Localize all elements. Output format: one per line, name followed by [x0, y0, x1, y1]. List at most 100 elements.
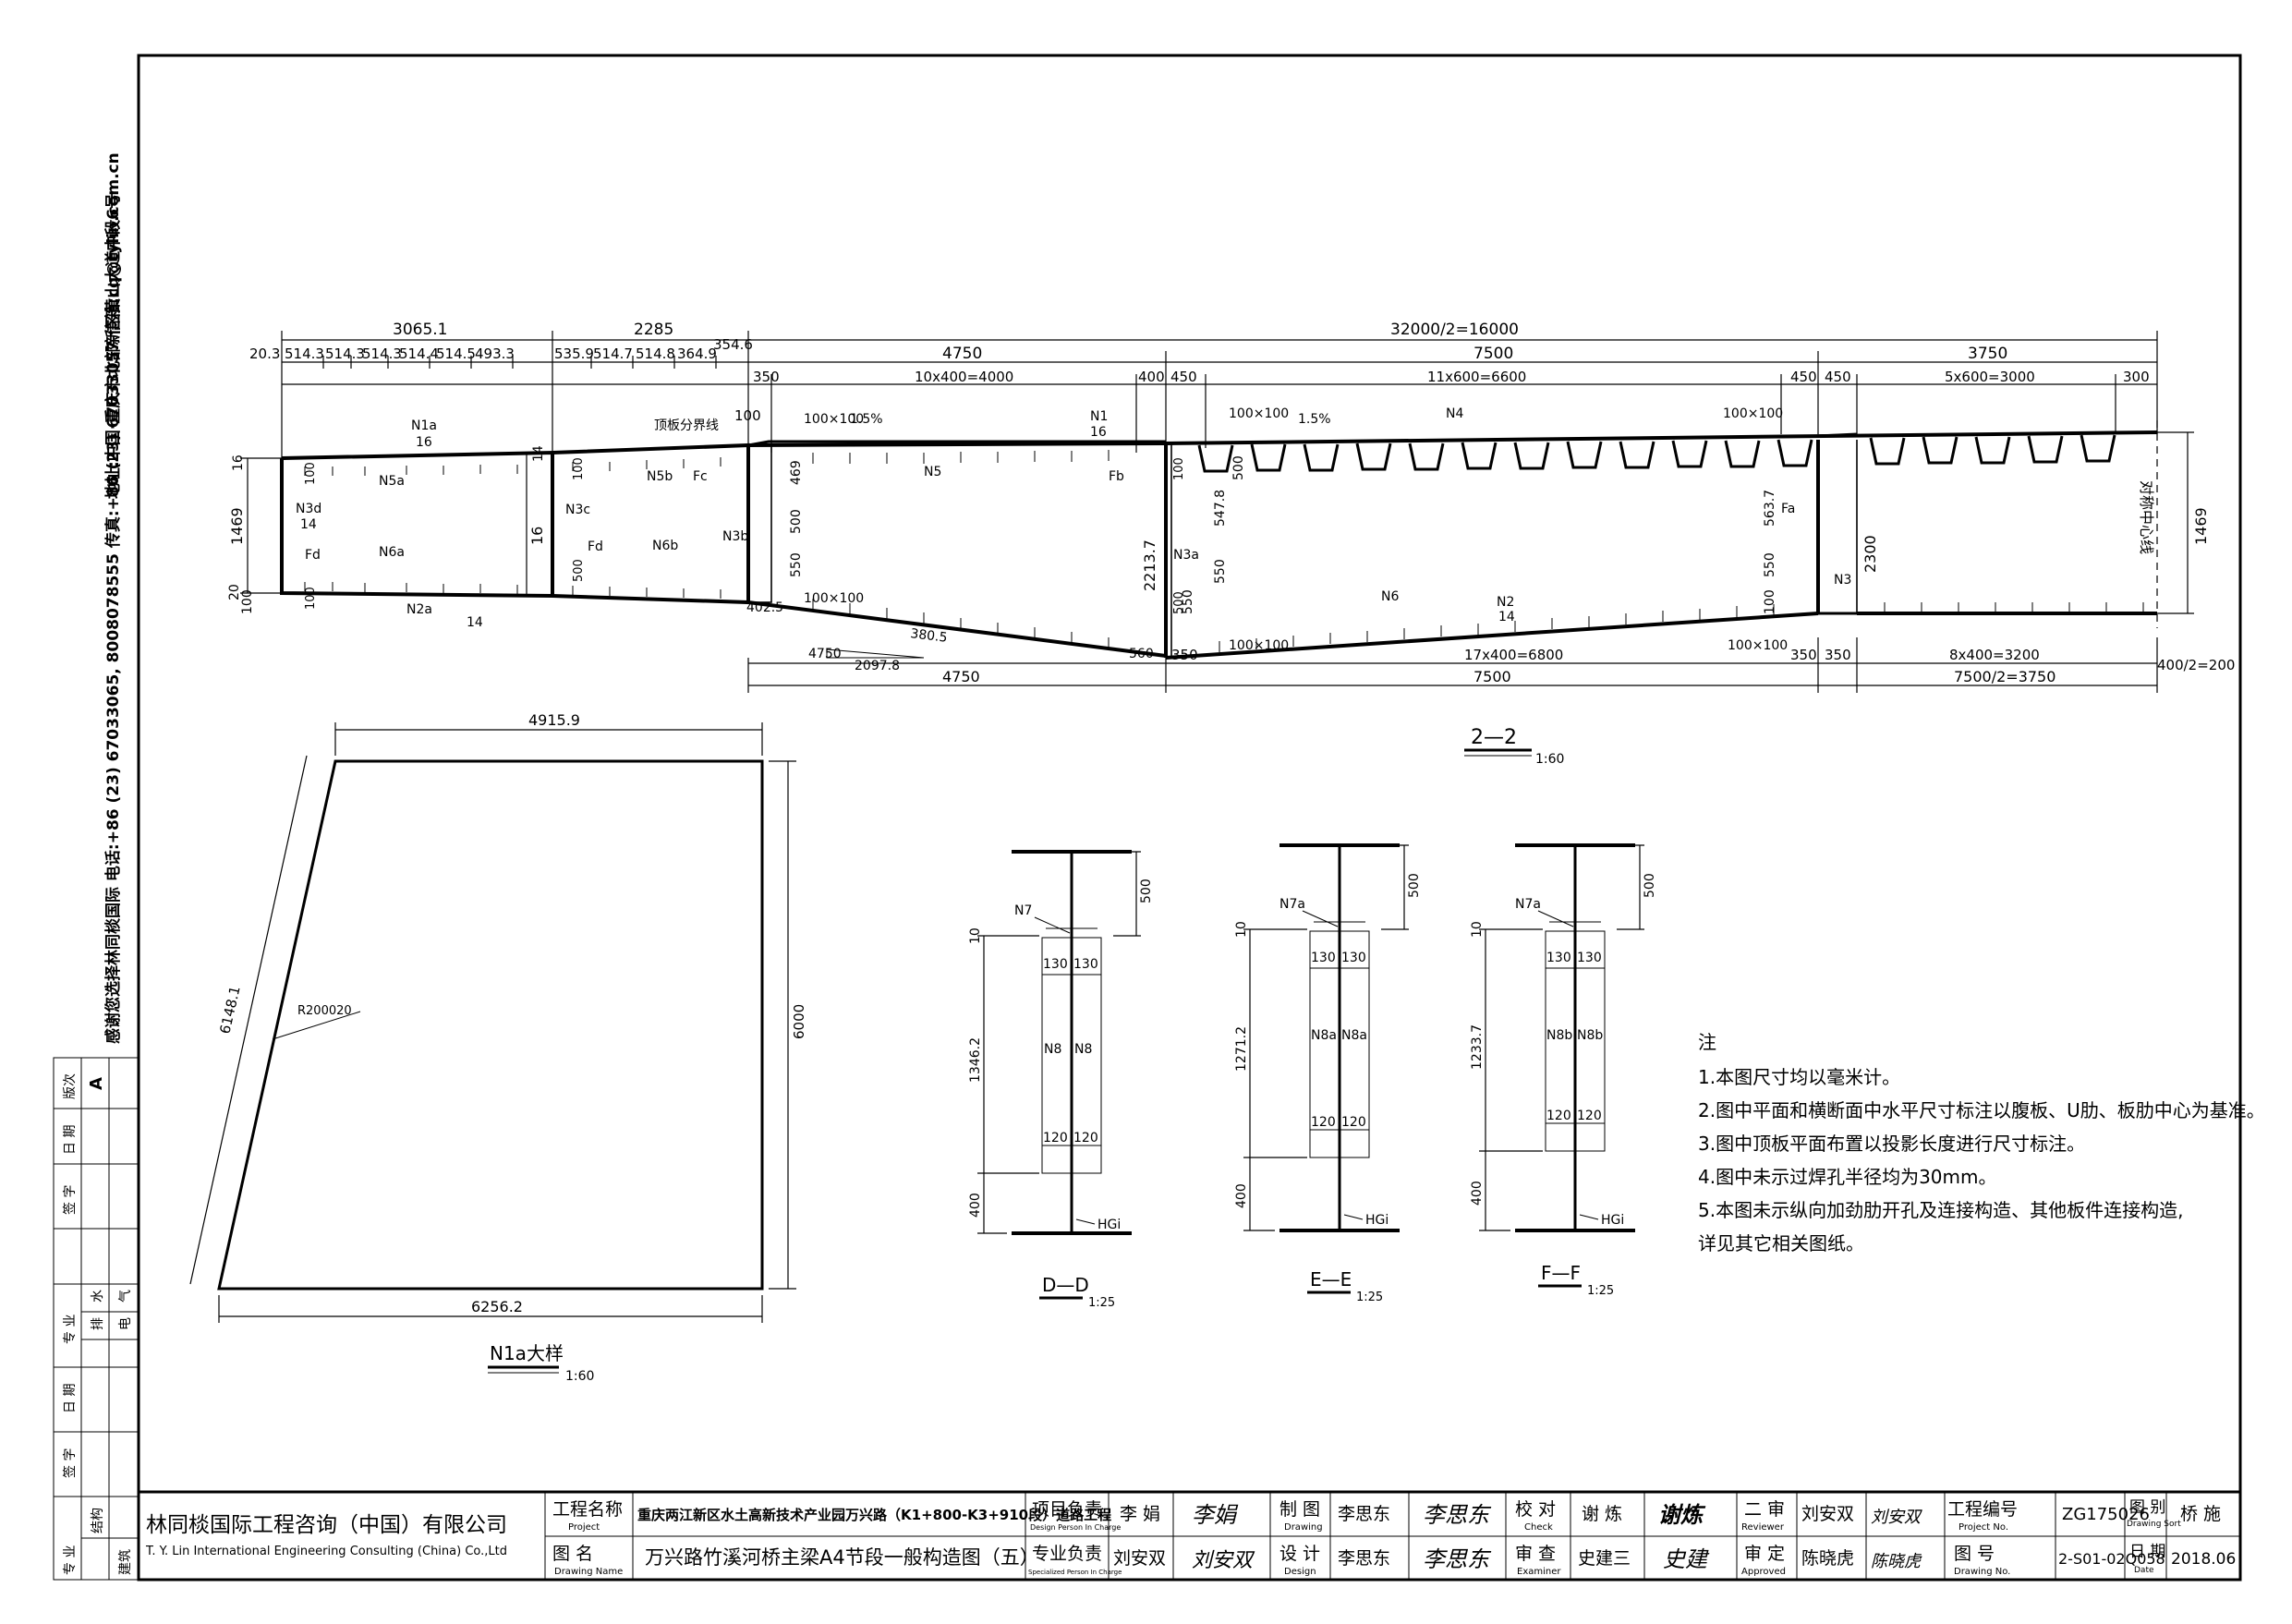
dim-r2-10: 364.9	[677, 345, 717, 362]
lbl-Fd: Fd	[305, 548, 321, 563]
dd-dim-bot: 400	[968, 1193, 983, 1218]
revision-block: 版次 A 日 期 签 字 专 业 水 排 电 电 气 日 期 签 字 专 业 结…	[53, 1057, 139, 1581]
rev-value-elec-2: 电	[118, 1317, 133, 1330]
lbl-hole2: 100×100	[1229, 406, 1289, 421]
ff-stiff-l: N8b	[1546, 1028, 1572, 1043]
note-1: 1.本图尺寸均以毫米计。	[1698, 1066, 1900, 1088]
lbl-14d: 20	[227, 584, 242, 600]
pm-signature: 李娟	[1192, 1502, 1239, 1528]
lbl-16b: 16	[1090, 425, 1107, 440]
ff-stiff-r: N8b	[1577, 1028, 1603, 1043]
projno-label: 工程编号	[1947, 1499, 2018, 1520]
dim-16000: 32000/2=16000	[1390, 321, 1519, 339]
bdim-350a: 350	[1171, 647, 1198, 663]
lbl-hole1: 100×100	[804, 412, 864, 427]
check-label-en: Check	[1524, 1522, 1553, 1533]
lbl-14b: 14	[467, 615, 483, 630]
lbl-Fc: Fc	[693, 469, 708, 484]
approve-label: 审 定	[1744, 1544, 1785, 1564]
approve-signature: 陈晓虎	[1871, 1552, 1922, 1571]
n1a-right-dim: 6000	[791, 1004, 807, 1039]
ee-dim-bot: 400	[1234, 1183, 1249, 1208]
lbl-N4: N4	[1446, 406, 1463, 421]
section-title-2-2: 2—2	[1471, 726, 1517, 749]
dim-r2-1: 514.3	[285, 345, 324, 362]
company-contact: 感谢您选择林同棪国际 电话:+86 (23) 67033065, 8008078…	[103, 152, 123, 1044]
bdim-200: 400/2=200	[2157, 657, 2235, 673]
dim-3065-1: 3065.1	[393, 321, 447, 339]
lbl-100d: 500	[572, 559, 586, 582]
dim-r2-6: 493.3	[475, 345, 515, 362]
lbl-N2a: N2a	[406, 602, 432, 617]
dim-r3-4: 450	[1170, 369, 1197, 385]
company-address: 地址:中国·重庆市北部新区黄山大道中段6号	[103, 193, 123, 499]
lbl-hole4: 100×100	[804, 591, 864, 606]
lbl-10x400: 380.5	[910, 626, 949, 646]
n1a-title: N1a大样	[490, 1342, 564, 1364]
dim-r2-4: 514.4	[399, 345, 439, 362]
dim-r2-5: 514.5	[436, 345, 476, 362]
rev-label-sign1: 签 字	[62, 1185, 78, 1215]
ff-dim-top: 500	[1643, 873, 1657, 898]
rev-value-gas: 气	[118, 1290, 133, 1303]
lbl-550c: 100	[1763, 589, 1777, 614]
dim-r3-1: 350	[753, 369, 780, 385]
spec-label: 专业负责	[1032, 1544, 1102, 1564]
lbl-402-5: 560	[1129, 647, 1154, 661]
dim-7500: 7500	[1473, 345, 1513, 363]
lbl-N3a: N3a	[1173, 548, 1199, 563]
detail-n1a: 4915.9 6256.2 6000 6148.1 R200020 N1a大样 …	[189, 711, 807, 1384]
draw-label-en: Drawing	[1284, 1522, 1323, 1533]
lbl-N6b: N6b	[652, 539, 678, 553]
lbl-560: 4750	[808, 647, 842, 661]
lbl-Fd2: Fd	[588, 539, 603, 554]
drawno-label-en: Drawing No.	[1954, 1567, 2010, 1577]
lbl-500d: 550	[1181, 589, 1195, 614]
ff-dim-bot: 400	[1470, 1181, 1485, 1206]
rev-label-date2: 日 期	[63, 1384, 78, 1413]
spec-name: 刘安双	[1113, 1548, 1166, 1569]
note-2: 2.图中平面和横断面中水平尺寸标注以腹板、U肋、板肋中心为基准。	[1698, 1099, 2265, 1121]
design-signature: 李思东	[1423, 1546, 1492, 1572]
ff-scale: 1:25	[1587, 1284, 1614, 1298]
symmetry-centerline: 对称中心线	[2138, 480, 2155, 554]
lbl-N3: N3	[1834, 573, 1851, 588]
check-label: 校 对	[1515, 1499, 1556, 1520]
lbl-N5a: N5a	[379, 474, 405, 489]
sort-value: 桥 施	[2180, 1504, 2221, 1524]
lbl-Fa: Fa	[1781, 502, 1795, 516]
n1a-scale: 1:60	[565, 1369, 594, 1384]
lbl-547-8: 550	[1213, 559, 1228, 584]
lbl-N3b: N3b	[722, 529, 748, 544]
rev-value-version: A	[87, 1077, 106, 1090]
draw-name: 李思东	[1338, 1504, 1390, 1524]
dd-hg: HGi	[1097, 1218, 1121, 1232]
dim-r3-5: 11x600=6600	[1427, 369, 1526, 385]
draw-label: 制 图	[1279, 1499, 1320, 1520]
check-name: 谢 炼	[1582, 1504, 1622, 1524]
notes-heading: 注	[1698, 1031, 1716, 1053]
project-name: 重庆两江新区水土高新技术产业园万兴路（K1+800-K3+910段）道路工程	[637, 1507, 1111, 1523]
ff-w2: 130	[1577, 951, 1602, 965]
ff-dim-10: 10	[1470, 921, 1485, 938]
pm-label-en: Design Person In Charge	[1030, 1523, 1121, 1532]
ff-dim-mid: 1233.7	[1470, 1024, 1485, 1070]
lbl-N3d: N3d	[296, 502, 321, 516]
ee-w3: 120	[1311, 1115, 1336, 1130]
lbl-500b: 550	[789, 552, 804, 577]
draw-signature: 李思东	[1423, 1502, 1492, 1528]
bdim-350b: 350	[1790, 647, 1817, 663]
ff-w4: 120	[1577, 1109, 1602, 1123]
lbl-N3c: N3c	[565, 503, 590, 517]
lbl-100b: 100	[304, 587, 318, 610]
n1a-bottom-dim: 6256.2	[471, 1298, 523, 1315]
bdim-350c: 350	[1825, 647, 1851, 663]
exam-name: 史建三	[1578, 1548, 1631, 1569]
lbl-2300: 1469	[2192, 507, 2210, 545]
dd-stiff-l: N8	[1044, 1042, 1061, 1057]
review-name: 刘安双	[1801, 1504, 1854, 1524]
sort-label: 图 别	[2129, 1498, 2165, 1517]
ff-w1: 130	[1546, 951, 1571, 965]
n1a-radius: R200020	[297, 1004, 352, 1018]
lbl-100a: 100	[304, 462, 318, 485]
